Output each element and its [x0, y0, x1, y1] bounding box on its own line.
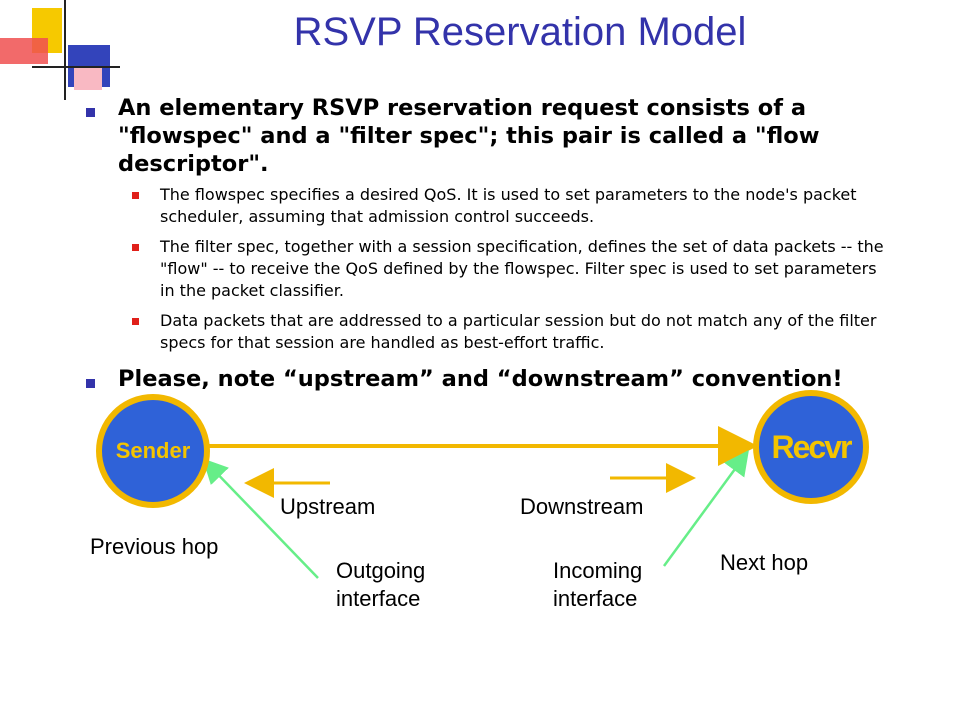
bullet-marker [86, 108, 95, 117]
previous-hop-label: Previous hop [90, 534, 219, 559]
incoming-interface-label: Incoming interface [553, 557, 642, 613]
sub-bullet-marker [132, 192, 139, 199]
sub-bullet-marker [132, 318, 139, 325]
outgoing-line-2: interface [336, 586, 421, 611]
receiver-node: Recvr [753, 390, 869, 504]
sender-node: Sender [96, 394, 210, 508]
horizontal-rule [32, 66, 120, 68]
sub-bullet-filter-spec: The filter spec, together with a session… [160, 237, 884, 300]
bullet-main-2: Please, note “upstream” and “downstream”… [118, 366, 843, 392]
bullet-marker [86, 379, 95, 388]
sub-bullet-best-effort: Data packets that are addressed to a par… [160, 311, 877, 352]
incoming-line-1: Incoming [553, 558, 643, 583]
incoming-line-2: interface [553, 586, 638, 611]
receiver-label: Recvr [771, 428, 853, 465]
outgoing-interface-label: Outgoing interface [336, 557, 425, 613]
vertical-rule [64, 0, 66, 100]
sub-bullet-marker [132, 244, 139, 251]
downstream-label: Downstream [520, 494, 644, 519]
next-hop-label: Next hop [720, 550, 809, 575]
slide-title: RSVP Reservation Model [293, 10, 747, 54]
red-square [0, 38, 48, 64]
sender-label: Sender [115, 438, 191, 463]
corner-decoration [0, 0, 120, 100]
outgoing-interface-line [202, 458, 319, 579]
bullet-main-1: An elementary RSVP reservation request c… [118, 95, 820, 177]
outgoing-line-1: Outgoing [336, 558, 426, 583]
upstream-label: Upstream [280, 494, 376, 519]
sub-bullet-flowspec: The flowspec specifies a desired QoS. It… [160, 185, 857, 226]
incoming-interface-line [662, 449, 749, 567]
pink-square [74, 68, 102, 90]
